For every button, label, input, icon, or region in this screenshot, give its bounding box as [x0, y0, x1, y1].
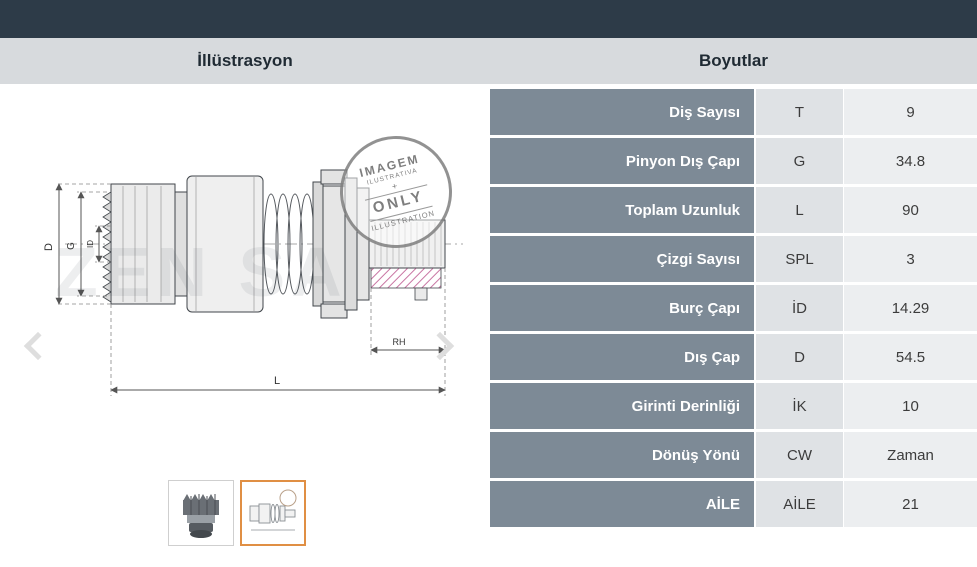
thumbnail-technical-drawing[interactable] — [240, 480, 306, 546]
spec-value: 54.5 — [844, 334, 977, 380]
spec-label: Dönüş Yönü — [490, 432, 756, 478]
illustration-title: İllüstrasyon — [197, 51, 293, 70]
section-header-row: İllüstrasyon Boyutlar — [0, 38, 977, 84]
dim-label-id: ID — [86, 240, 95, 248]
spec-code: İD — [756, 285, 844, 331]
spec-value: Zaman — [844, 432, 977, 478]
table-row: Burç Çapı İD 14.29 — [490, 285, 977, 331]
spec-code: T — [756, 89, 844, 135]
spec-value: 90 — [844, 187, 977, 233]
dimensions-title: Boyutlar — [699, 51, 768, 70]
table-row: Çizgi Sayısı SPL 3 — [490, 236, 977, 282]
table-row: AİLE AİLE 21 — [490, 481, 977, 527]
dim-label-rh: RH — [393, 337, 406, 347]
spec-label: Girinti Derinliği — [490, 383, 756, 429]
spec-value: 9 — [844, 89, 977, 135]
spec-label: AİLE — [490, 481, 756, 527]
thumbnail-part-photo[interactable] — [168, 480, 234, 546]
spec-code: SPL — [756, 236, 844, 282]
dim-label-g: G — [66, 242, 77, 250]
spec-code: D — [756, 334, 844, 380]
table-row: Toplam Uzunluk L 90 — [490, 187, 977, 233]
spec-value: 10 — [844, 383, 977, 429]
spec-code: L — [756, 187, 844, 233]
spec-code: AİLE — [756, 481, 844, 527]
spec-code: G — [756, 138, 844, 184]
table-row: Dönüş Yönü CW Zaman — [490, 432, 977, 478]
technical-drawing-icon — [249, 489, 297, 531]
table-row: Dış Çap D 54.5 — [490, 334, 977, 380]
table-row: Diş Sayısı T 9 — [490, 89, 977, 135]
table-row: Pinyon Dış Çapı G 34.8 — [490, 138, 977, 184]
app-header-bar — [0, 0, 977, 38]
spec-label: Toplam Uzunluk — [490, 187, 756, 233]
part-photo-icon — [183, 494, 219, 538]
thumbnail-strip — [168, 480, 306, 546]
spec-label: Çizgi Sayısı — [490, 236, 756, 282]
spec-label: Pinyon Dış Çapı — [490, 138, 756, 184]
dim-label-l: L — [274, 375, 280, 387]
table-row: Girinti Derinliği İK 10 — [490, 383, 977, 429]
spec-label: Burç Çapı — [490, 285, 756, 331]
spec-value: 3 — [844, 236, 977, 282]
illustration-panel: ZEN SA — [0, 84, 490, 567]
spec-value: 14.29 — [844, 285, 977, 331]
spec-value: 21 — [844, 481, 977, 527]
spec-label: Diş Sayısı — [490, 89, 756, 135]
spec-value: 34.8 — [844, 138, 977, 184]
dim-label-d: D — [43, 243, 55, 251]
spec-code: CW — [756, 432, 844, 478]
spec-code: İK — [756, 383, 844, 429]
dimensions-table: Diş Sayısı T 9 Pinyon Dış Çapı G 34.8 To… — [490, 89, 977, 530]
spec-label: Dış Çap — [490, 334, 756, 380]
